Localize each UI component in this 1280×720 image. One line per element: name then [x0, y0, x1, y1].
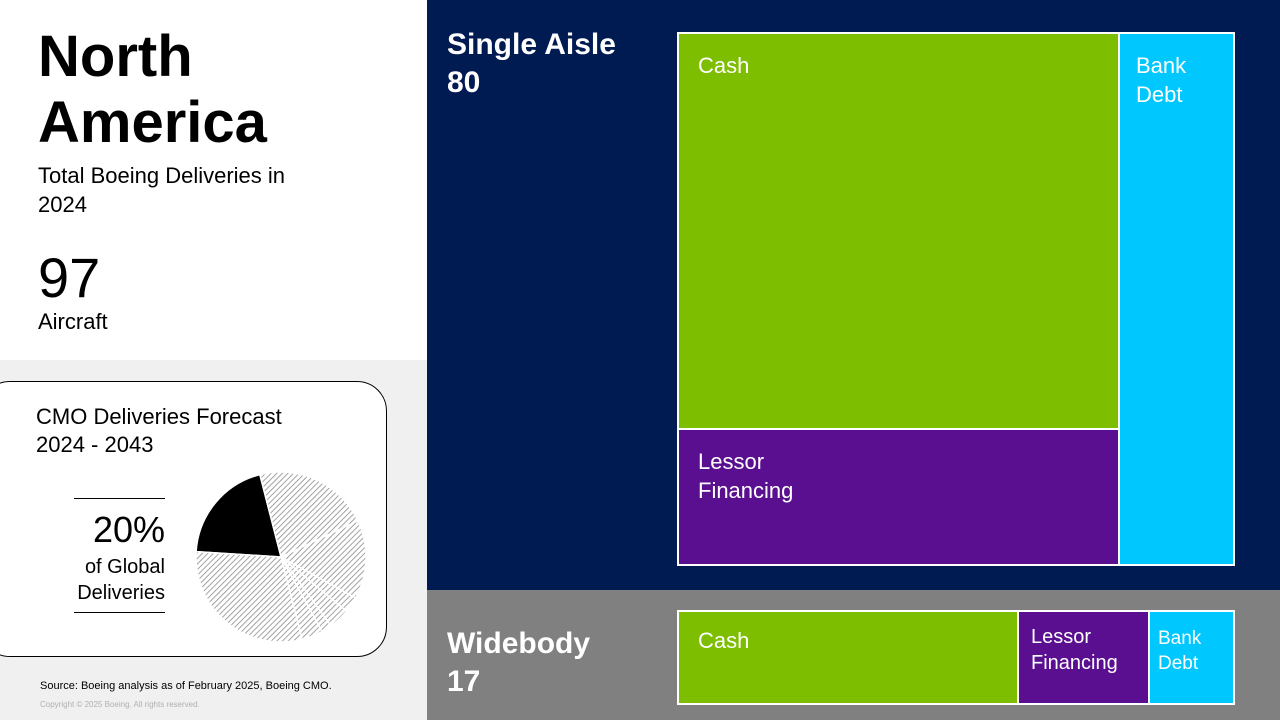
widebody-label: Widebody 17	[447, 625, 590, 701]
tile-label: Bank Debt	[1158, 628, 1202, 674]
tile-label: Lessor Financing	[1031, 626, 1118, 674]
widebody-cash-tile: Cash	[677, 610, 1019, 705]
share-divider-bottom	[74, 612, 165, 613]
pie-slice	[195, 550, 304, 643]
pie-slice	[258, 471, 359, 559]
single-aisle-label: Single Aisle 80	[447, 26, 616, 102]
copyright-note: Copyright © 2025 Boeing. All rights rese…	[40, 700, 200, 709]
deliveries-subtitle: Total Boeing Deliveries in 2024	[38, 163, 286, 217]
tile-label: Cash	[698, 628, 750, 653]
pie-slice	[279, 519, 367, 599]
summary-panel	[0, 0, 427, 360]
tile-label: Lessor Financing	[698, 449, 794, 503]
global-share-value: 20%	[92, 509, 165, 550]
widebody-name: Widebody	[447, 627, 591, 660]
single-aisle-count: 80	[447, 66, 481, 99]
pie-slice-highlight	[195, 473, 282, 558]
share-divider-top	[74, 498, 165, 499]
total-deliveries-unit: Aircraft	[38, 309, 108, 334]
tile-label: Cash	[698, 53, 750, 78]
single-aisle-bank-debt-tile: Bank Debt	[1118, 32, 1235, 566]
region-title: North America	[38, 24, 267, 155]
total-deliveries-value: 97	[38, 246, 101, 309]
single-aisle-cash-tile: Cash	[677, 32, 1120, 430]
widebody-lessor-tile: Lessor Financing	[1017, 610, 1150, 705]
global-share-label: of Global Deliveries	[77, 556, 165, 604]
forecast-title: CMO Deliveries Forecast 2024 - 2043	[36, 404, 282, 457]
tile-label: Bank Debt	[1136, 53, 1187, 107]
global-share-pie	[195, 471, 367, 643]
single-aisle-lessor-tile: Lessor Financing	[677, 428, 1120, 566]
source-note: Source: Boeing analysis as of February 2…	[40, 680, 332, 692]
widebody-count: 17	[447, 665, 481, 698]
widebody-bank-debt-tile: Bank Debt	[1148, 610, 1235, 705]
single-aisle-name: Single Aisle	[447, 28, 616, 61]
